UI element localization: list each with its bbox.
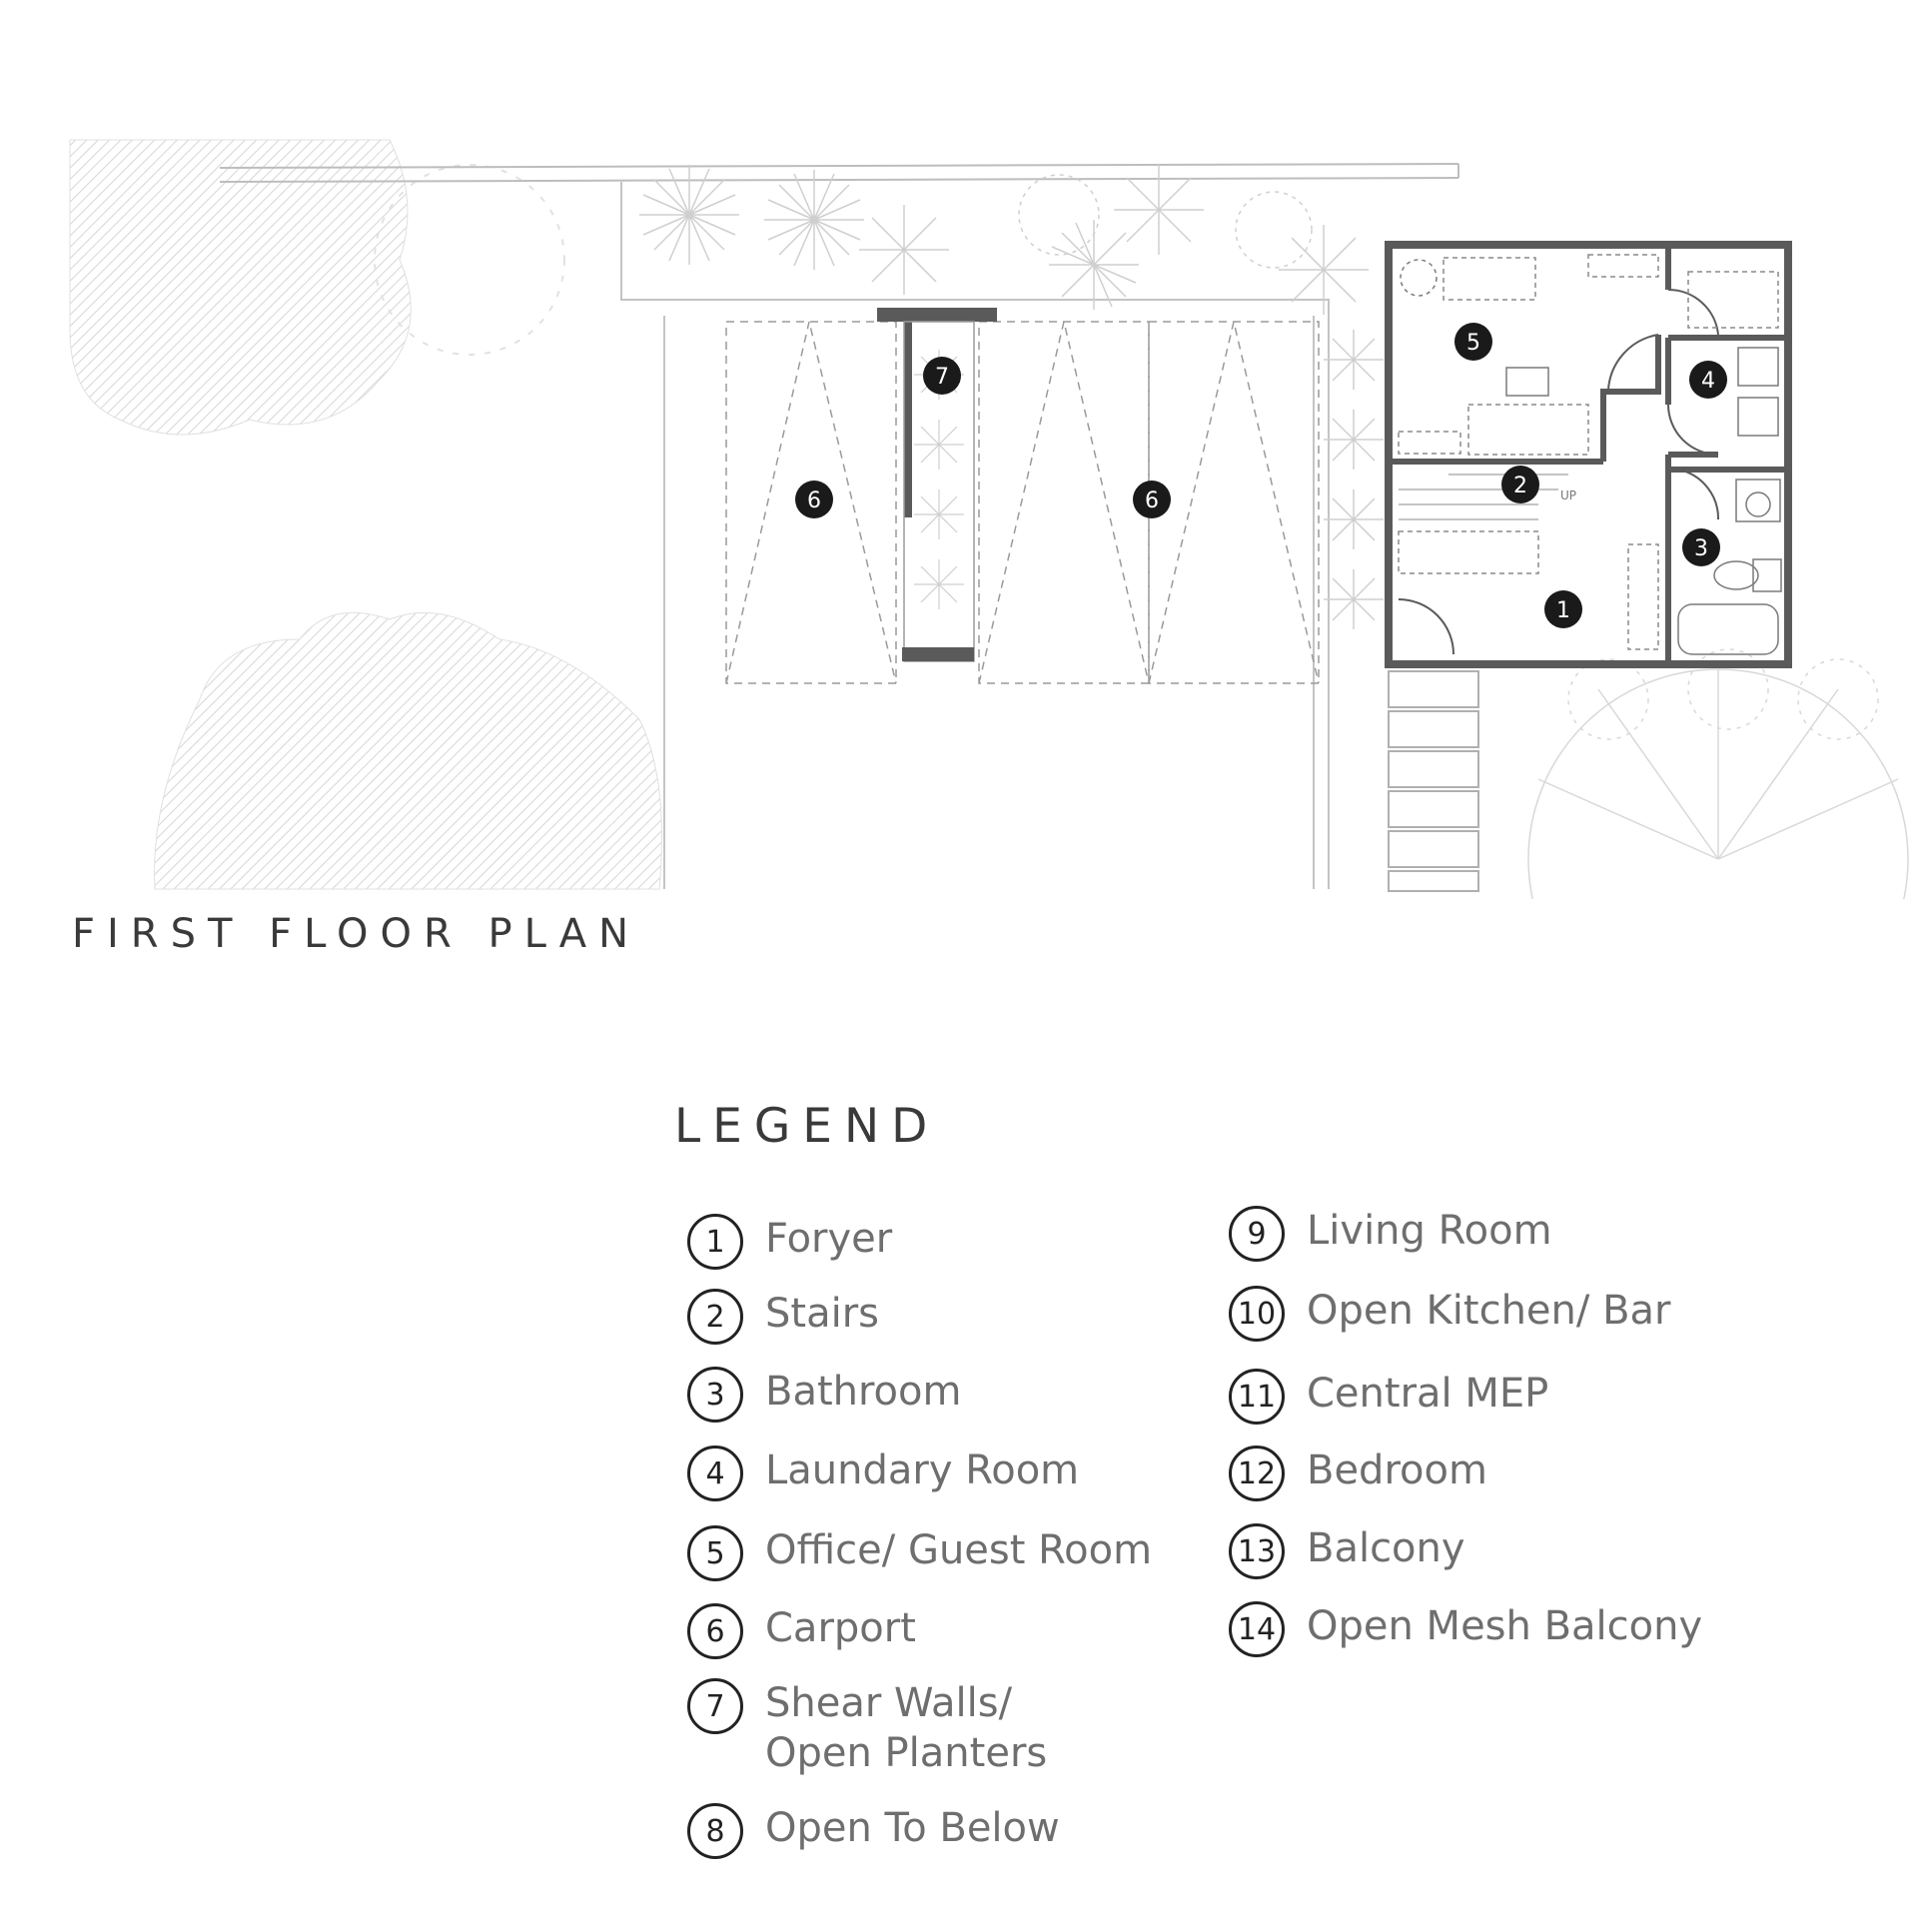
legend-label: Central MEP [1307, 1371, 1549, 1417]
legend-item-1: 1 Foryer [687, 1214, 892, 1270]
legend-number-circle: 1 [687, 1214, 743, 1270]
roof-edge-line [219, 163, 1459, 183]
room-badge-3: 3 [1682, 528, 1720, 566]
svg-text:4: 4 [1701, 369, 1715, 394]
tree-canopy-bottom-left [154, 611, 662, 890]
legend-label: Foryer [765, 1216, 893, 1262]
room-badge-4: 4 [1689, 361, 1727, 399]
legend-label: Open Mesh Balcony [1307, 1603, 1703, 1649]
legend-label: Shear Walls/ Open Planters [765, 1680, 1048, 1776]
room-badge-6b: 6 [1133, 481, 1171, 518]
planter-bed [620, 182, 1330, 889]
stair-up-label: UP [1560, 488, 1576, 502]
spiky-plants [639, 165, 1384, 629]
shear-wall-planter [877, 308, 997, 662]
legend-number-circle: 2 [687, 1289, 743, 1345]
legend-item-7: 7 Shear Walls/ Open Planters [687, 1678, 1047, 1778]
building-walls: UP [1385, 241, 1792, 668]
legend-number-circle: 13 [1229, 1523, 1285, 1579]
svg-text:6: 6 [807, 488, 821, 513]
legend-number-circle: 4 [687, 1446, 743, 1501]
legend-label: Open Kitchen/ Bar [1307, 1288, 1671, 1334]
legend-item-3: 3 Bathroom [687, 1367, 961, 1423]
legend-label: Balcony [1307, 1525, 1465, 1571]
legend-number-circle: 7 [687, 1678, 743, 1734]
room-badge-2: 2 [1501, 466, 1539, 503]
svg-text:2: 2 [1513, 474, 1527, 498]
svg-text:3: 3 [1694, 536, 1708, 561]
room-badge-6: 6 [795, 481, 833, 518]
entry-steps [1388, 670, 1479, 892]
legend-item-13: 13 Balcony [1229, 1523, 1465, 1579]
legend-label: Laundary Room [765, 1448, 1080, 1493]
legend-label: Carport [765, 1605, 916, 1651]
legend-number-circle: 12 [1229, 1446, 1285, 1501]
legend-item-8: 8 Open To Below [687, 1803, 1060, 1859]
legend-item-10: 10 Open Kitchen/ Bar [1229, 1286, 1670, 1342]
legend-item-2: 2 Stairs [687, 1289, 879, 1345]
legend-number-circle: 14 [1229, 1601, 1285, 1657]
legend-item-12: 12 Bedroom [1229, 1446, 1487, 1501]
svg-text:5: 5 [1466, 331, 1480, 356]
svg-text:7: 7 [935, 365, 949, 390]
legend-label: Office/ Guest Room [765, 1527, 1153, 1573]
svg-text:6: 6 [1145, 488, 1159, 513]
legend-item-6: 6 Carport [687, 1603, 916, 1659]
legend-label: Open To Below [765, 1805, 1060, 1851]
room-badge-1: 1 [1544, 590, 1582, 628]
legend-number-circle: 8 [687, 1803, 743, 1859]
room-badge-5: 5 [1454, 323, 1492, 361]
legend-item-14: 14 Open Mesh Balcony [1229, 1601, 1702, 1657]
legend-number-circle: 11 [1229, 1369, 1285, 1425]
legend-number-circle: 10 [1229, 1286, 1285, 1342]
legend-label: Bathroom [765, 1369, 962, 1415]
legend-number-circle: 9 [1229, 1206, 1285, 1262]
legend-label: Living Room [1307, 1208, 1552, 1254]
floor-plan-drawing: UP 1 2 3 4 5 6 6 7 [69, 139, 1909, 899]
legend-item-11: 11 Central MEP [1229, 1369, 1548, 1425]
tree-bottom-right [1527, 648, 1909, 899]
legend-item-9: 9 Living Room [1229, 1206, 1552, 1262]
legend-title: LEGEND [674, 1099, 940, 1154]
tree-canopy-top-left [69, 139, 565, 436]
legend-number-circle: 6 [687, 1603, 743, 1659]
legend-item-5: 5 Office/ Guest Room [687, 1525, 1152, 1581]
room-badges: 1 2 3 4 5 6 6 7 [795, 323, 1727, 628]
legend-number-circle: 5 [687, 1525, 743, 1581]
legend-item-4: 4 Laundary Room [687, 1446, 1079, 1501]
svg-text:1: 1 [1556, 598, 1570, 623]
legend-label: Bedroom [1307, 1448, 1487, 1493]
legend-label: Stairs [765, 1291, 879, 1337]
legend-number-circle: 3 [687, 1367, 743, 1423]
room-badge-7: 7 [923, 357, 961, 395]
plan-title: FIRST FLOOR PLAN [72, 911, 641, 957]
